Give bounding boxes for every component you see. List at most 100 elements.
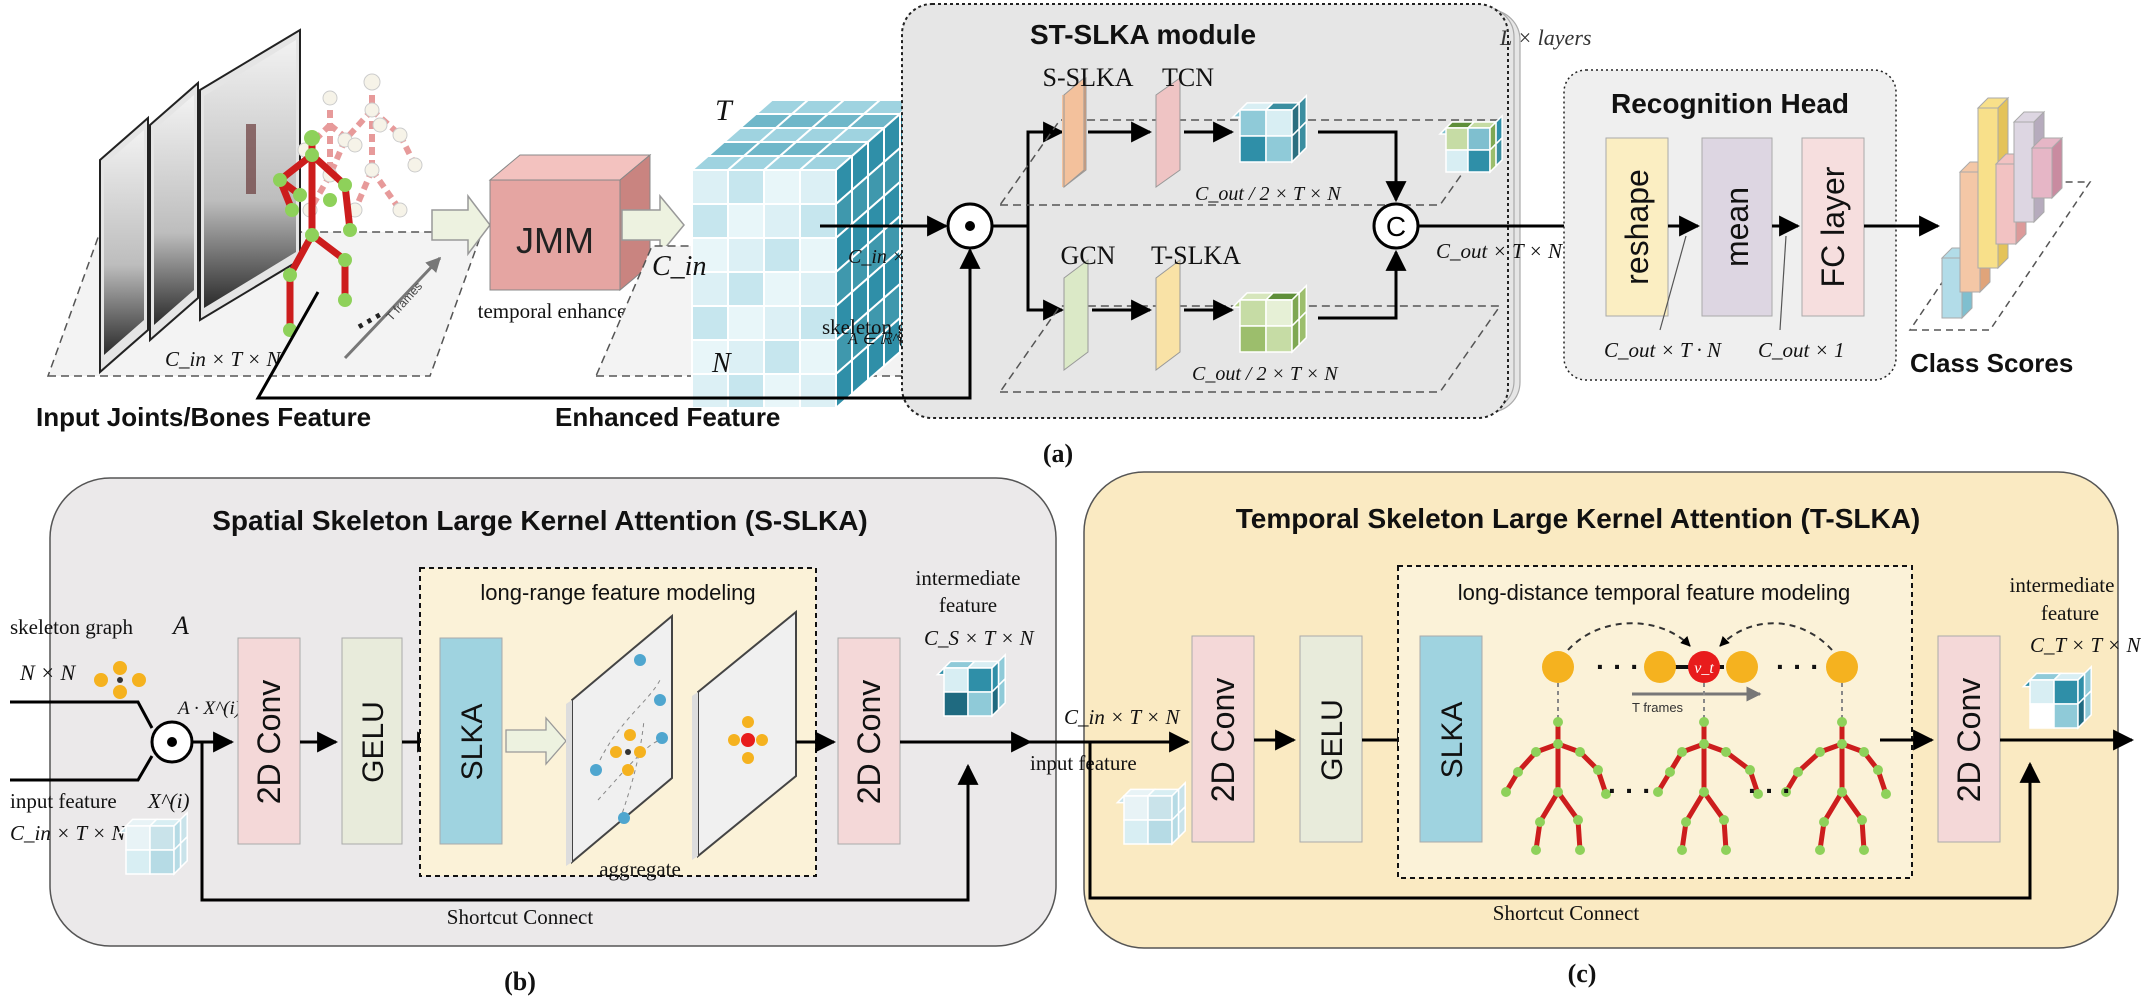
temporal-node-chain: · · · · · ·	[1542, 622, 1858, 720]
jmm-block	[488, 153, 652, 292]
panel-a: ⋯ T frames C_in × T × N Input Joints/Bon…	[36, 3, 2092, 468]
conv2-b	[837, 637, 901, 845]
inter-feature-b-1: intermediate	[916, 566, 1021, 590]
t-slka-label: T-SLKA	[1151, 241, 1241, 270]
class-scores-label: Class Scores	[1910, 348, 2073, 378]
mean-box	[1701, 137, 1773, 317]
cube-N-label: N	[711, 348, 732, 379]
t-frames-c: T frames	[1632, 700, 1684, 715]
fc-box	[1801, 137, 1865, 317]
shortcut-b-label: Shortcut Connect	[447, 905, 594, 929]
inter-feature-c-2: feature	[2041, 601, 2099, 625]
input-label: Input Joints/Bones Feature	[36, 402, 371, 432]
inter-feature-c-1: intermediate	[2010, 573, 2115, 597]
panel-b: Spatial Skeleton Large Kernel Attention …	[10, 477, 1057, 996]
conv2-b-label: 2D Conv	[851, 680, 887, 805]
ax-label: A · X^(i)	[176, 698, 241, 719]
reshape-box	[1605, 137, 1669, 317]
attention-plate-2	[692, 609, 797, 860]
enhanced-label: Enhanced Feature	[555, 402, 780, 432]
input-feature-b: input feature	[10, 789, 117, 813]
aggregate-label: aggregate	[599, 857, 681, 881]
gelu-c	[1299, 635, 1363, 843]
gelu-b-label: GELU	[357, 701, 390, 783]
caption-c: (c)	[1568, 959, 1597, 988]
input-dims-b: C_in × T × N	[10, 821, 126, 845]
skeleton-ellipsis-2: · · ·	[1748, 775, 1792, 806]
gelu-c-label: GELU	[1316, 699, 1349, 781]
t-slka-block	[1155, 259, 1181, 371]
inter-dims-b: C_S × T × N	[924, 626, 1035, 650]
cube-Cin-label: C_in	[652, 251, 706, 282]
inter-cube-c	[2021, 664, 2092, 730]
head-title: Recognition Head	[1611, 88, 1849, 119]
slka-c	[1419, 635, 1483, 843]
fc-label: FC layer	[1815, 166, 1851, 287]
conv2-c-label: 2D Conv	[1951, 678, 1987, 803]
input-joints	[273, 130, 357, 337]
jmm-label: JMM	[516, 220, 594, 261]
slka-b	[439, 637, 503, 845]
class-score-bars	[1940, 96, 2064, 320]
shortcut-c-label: Shortcut Connect	[1493, 901, 1640, 925]
graph-dims-b: N × N	[19, 660, 77, 685]
panel-c: Temporal Skeleton Large Kernel Attention…	[1030, 471, 2141, 988]
module-title: ST-SLKA module	[1030, 19, 1256, 50]
long-range-title: long-range feature modeling	[480, 580, 755, 605]
mean-dims: C_out × 1	[1758, 338, 1845, 362]
module-output-cube	[1438, 114, 1503, 174]
input-symbol-b: X^(i)	[147, 789, 190, 813]
reshape-dims: C_out × T · N	[1604, 338, 1722, 362]
graph-mini-icon	[94, 661, 146, 699]
input-cube-c	[1115, 780, 1186, 846]
branch-top-dims: C_out / 2 × T × N	[1195, 183, 1342, 205]
input-cube-b	[117, 810, 188, 876]
inter-dims-c: C_T × T × N	[2030, 633, 2141, 657]
inter-feature-b-2: feature	[939, 593, 997, 617]
input-dims-c: C_in × T × N	[1064, 705, 1180, 729]
branch-top-cube	[1231, 93, 1308, 164]
concat-label: C	[1386, 211, 1406, 242]
gcn-block	[1063, 259, 1089, 371]
temporal-skeletons	[1501, 717, 1891, 855]
tcn-block	[1155, 77, 1181, 188]
t-frames-arrow	[343, 256, 442, 360]
conv1-c-label: 2D Conv	[1205, 678, 1241, 803]
ghost-skeleton	[302, 95, 418, 212]
skeleton-ellipsis-1: · · ·	[1608, 775, 1652, 806]
slka-c-label: SLKA	[1436, 702, 1469, 779]
output-dims: C_out × T × N	[1436, 239, 1563, 263]
input-frames	[99, 28, 301, 375]
jmm-out-arrow	[621, 193, 685, 257]
conv2-c	[1937, 635, 2001, 843]
graph-symbol-b: A	[171, 611, 189, 640]
t-slka-title: Temporal Skeleton Large Kernel Attention…	[1236, 503, 1921, 534]
attention-plate-1	[566, 613, 673, 866]
s-slka-title: Spatial Skeleton Large Kernel Attention …	[212, 505, 867, 536]
mean-label: mean	[1719, 187, 1755, 267]
long-distance-title: long-distance temporal feature modeling	[1458, 580, 1851, 605]
slka-b-label: SLKA	[456, 704, 489, 781]
s-slka-label: S-SLKA	[1042, 63, 1133, 92]
input-feature-c: input feature	[1030, 751, 1137, 775]
caption-b: (b)	[504, 967, 536, 996]
inter-cube-b	[935, 652, 1006, 718]
shortcut-b	[200, 742, 979, 902]
gcn-label: GCN	[1061, 241, 1116, 270]
layers-label: L × layers	[1499, 25, 1591, 50]
caption-a: (a)	[1043, 439, 1073, 468]
graph-shortcut-a	[255, 247, 981, 400]
svg-text:· · ·: · · ·	[1776, 651, 1820, 682]
slka-b-arrow	[505, 716, 567, 766]
shortcut-c	[1088, 742, 2041, 900]
reshape-label: reshape	[1619, 169, 1655, 285]
tcn-label: TCN	[1162, 63, 1214, 92]
branch-bottom-dims: C_out / 2 × T × N	[1192, 363, 1339, 385]
input-dims: C_in × T × N	[165, 347, 281, 371]
jmm-in-arrow	[431, 193, 491, 257]
gelu-b	[341, 637, 403, 845]
vt-label: v_t	[1694, 660, 1714, 677]
svg-text:· · ·: · · ·	[1596, 651, 1640, 682]
cube-T-label: T	[715, 94, 734, 127]
temporal-enhance-label: temporal enhance	[478, 299, 627, 323]
